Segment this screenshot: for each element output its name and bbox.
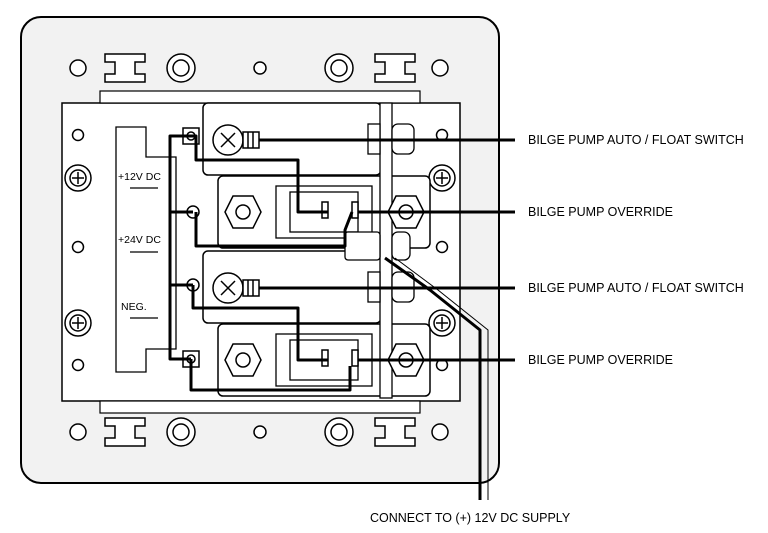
bus-label-neg: NEG. <box>121 301 147 313</box>
callout-override-lower: BILGE PUMP OVERRIDE <box>528 353 673 367</box>
bus-label-12v: +12V DC <box>118 171 161 183</box>
right-screw-upper-icon <box>428 164 456 192</box>
terminal-screw-lower-icon <box>212 272 260 304</box>
callout-auto-float-lower: BILGE PUMP AUTO / FLOAT SWITCH <box>528 281 744 295</box>
bus-label-24v: +24V DC <box>118 234 161 246</box>
bottom-mounting-row <box>69 417 449 447</box>
callout-supply: CONNECT TO (+) 12V DC SUPPLY <box>370 511 571 525</box>
callout-override-upper: BILGE PUMP OVERRIDE <box>528 205 673 219</box>
bus-board <box>115 126 177 373</box>
right-screw-lower-icon <box>428 309 456 337</box>
top-mounting-row <box>69 53 449 83</box>
wires <box>168 134 515 500</box>
callout-auto-float-upper: BILGE PUMP AUTO / FLOAT SWITCH <box>528 133 744 147</box>
left-screw-lower-icon <box>64 309 92 337</box>
terminal-screw-upper-icon <box>212 124 260 156</box>
side-holes <box>71 128 449 372</box>
left-screw-upper-icon <box>64 164 92 192</box>
